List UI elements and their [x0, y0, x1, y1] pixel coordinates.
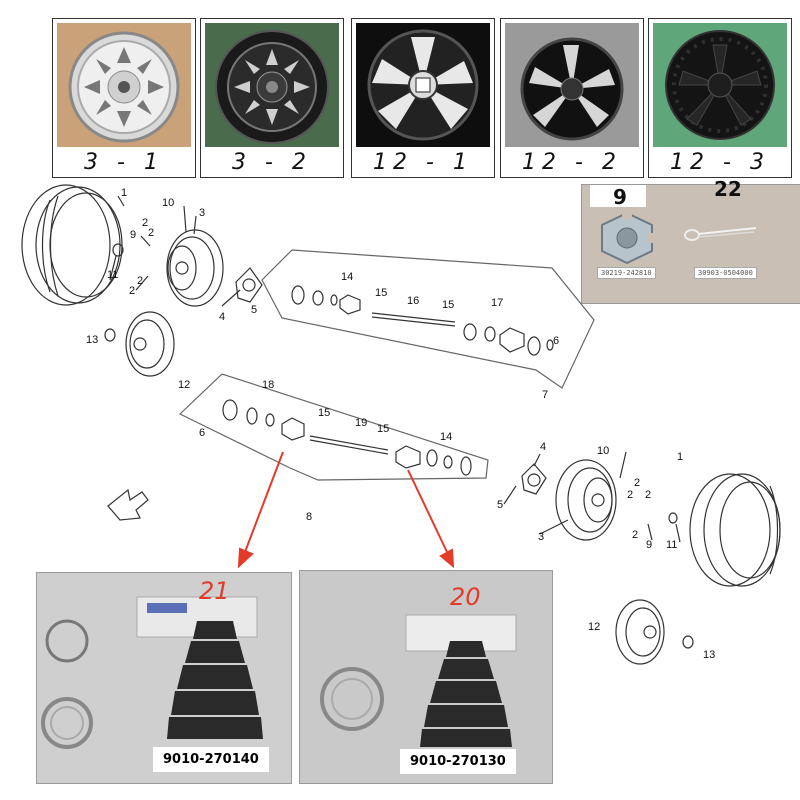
callout: 10	[162, 197, 175, 209]
rim-code: 12 - 3	[670, 150, 770, 175]
callout: 2	[627, 489, 634, 501]
rim-photo-black-steel	[205, 23, 339, 147]
rim-card-12-3[interactable]: 12 - 3	[648, 18, 792, 178]
hub-upper	[235, 267, 263, 303]
callout: 4	[540, 441, 547, 453]
rim-photo-black-machined	[505, 23, 639, 147]
tire-front-left	[21, 184, 123, 306]
callout: 2	[632, 529, 639, 541]
callout: 15	[377, 423, 390, 435]
callout: 2	[148, 227, 155, 239]
hardware-inset: 9 22 30219-242810 30903-0504000	[581, 177, 800, 304]
rim-12-upper	[125, 311, 175, 377]
callout: 15	[318, 407, 331, 419]
nut-part-label: 30219-242810	[597, 267, 656, 279]
label-backdrop	[590, 185, 646, 207]
callout: 14	[341, 271, 354, 283]
cotter-pin-icon	[684, 227, 757, 241]
rim-front-left	[166, 229, 224, 307]
callout: 17	[491, 297, 504, 309]
callout: 14	[440, 431, 453, 443]
callout: 2	[129, 285, 136, 297]
rim-photo-black-beadlock	[653, 23, 787, 147]
rim-code: 3 - 1	[84, 150, 164, 175]
nut-number: 9	[613, 185, 627, 209]
rim-photo-machined-alloy	[356, 23, 490, 147]
callout: 6	[199, 427, 206, 439]
boot-kit-part-number: 9010-270130	[400, 749, 516, 774]
callout: 2	[142, 217, 149, 229]
rim-photo-silver-steel	[57, 23, 191, 147]
callout: 18	[262, 379, 275, 391]
callout: 9	[130, 229, 137, 241]
callout: 10	[597, 445, 610, 457]
callout: 4	[219, 311, 226, 323]
callout: 15	[442, 299, 455, 311]
callout: 2	[137, 275, 144, 287]
callout: 9	[646, 539, 653, 551]
callout: 7	[542, 389, 549, 401]
callout: 1	[121, 187, 128, 199]
castle-nut-icon	[601, 211, 655, 265]
pin-number: 22	[714, 177, 742, 201]
rim-card-12-2[interactable]: 12 - 2	[500, 18, 644, 178]
rim-code: 3 - 2	[232, 150, 312, 175]
rim-code: 12 - 1	[373, 150, 473, 175]
callout: 13	[86, 334, 99, 346]
boot-kit-number: 21	[199, 577, 230, 605]
callout: 2	[634, 477, 641, 489]
boot-kit-21[interactable]: 21 9010-270140	[36, 572, 292, 784]
pin-part-label: 30903-0504000	[694, 267, 757, 279]
rim-card-3-2[interactable]: 3 - 2	[200, 18, 344, 178]
callout: 5	[497, 499, 504, 511]
rim-card-3-1[interactable]: 3 - 1	[52, 18, 196, 178]
callout: 19	[355, 417, 368, 429]
boot-kit-photo	[300, 571, 552, 783]
boot-kit-20[interactable]: 20 9010-270130	[299, 570, 553, 784]
callout: 5	[251, 304, 258, 316]
callout: 2	[645, 489, 652, 501]
tire-rear-right	[689, 473, 781, 587]
rim-code: 12 - 2	[522, 150, 622, 175]
hub-lower	[521, 463, 547, 495]
callout: 6	[553, 335, 560, 347]
callout: 12	[178, 379, 191, 391]
rim-12-lower	[615, 599, 694, 665]
rim-rear-right	[555, 459, 617, 541]
callout: 15	[375, 287, 388, 299]
callout: 1	[677, 451, 684, 463]
callout: 11	[107, 269, 119, 281]
callout: 3	[199, 207, 206, 219]
callout: 12	[588, 621, 601, 633]
direction-arrow-icon	[107, 488, 149, 521]
callout: 16	[407, 295, 420, 307]
boot-kit-number: 20	[450, 583, 481, 611]
red-pointer-arrows	[237, 451, 455, 569]
callout: 11	[666, 539, 678, 551]
driveshaft-upper	[291, 285, 554, 356]
boot-kit-part-number: 9010-270140	[153, 747, 269, 772]
driveshaft-lower	[222, 399, 472, 476]
callout: 13	[703, 649, 716, 661]
rim-card-12-1[interactable]: 12 - 1	[351, 18, 495, 178]
callout: 3	[538, 531, 545, 543]
callout: 8	[306, 511, 313, 523]
